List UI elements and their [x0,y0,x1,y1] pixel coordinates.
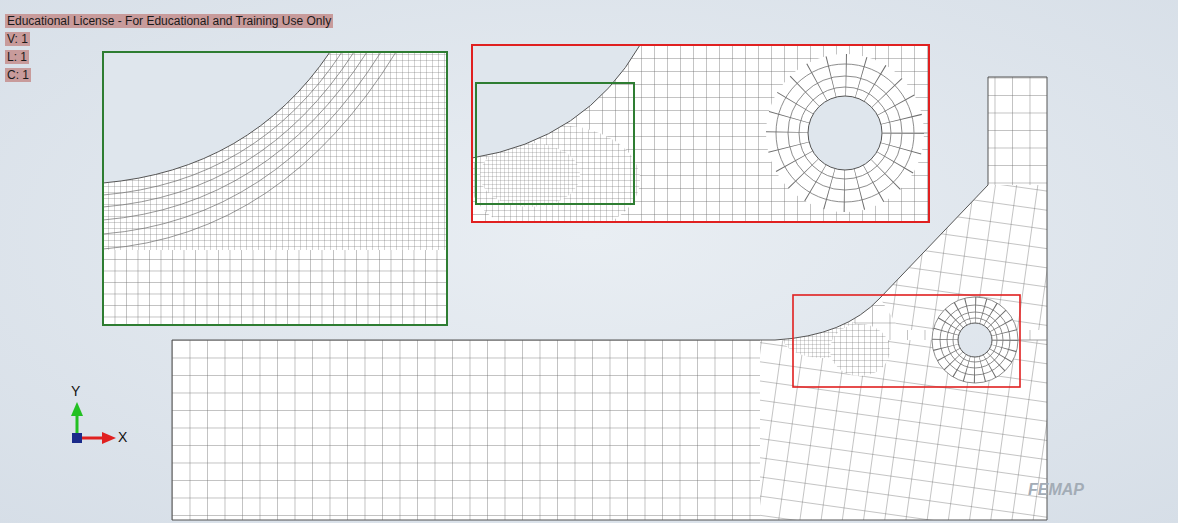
axis-label: Y [71,383,80,400]
layer-indicator: L: 1 [5,50,29,64]
color-indicator: C: 1 [5,68,31,82]
watermark: FEMAP [1028,480,1084,499]
license-banner: Educational License - For Educational an… [5,14,333,28]
axis-label: X [118,429,127,446]
axis-triad [71,402,116,444]
view-indicator: V: 1 [5,32,30,46]
